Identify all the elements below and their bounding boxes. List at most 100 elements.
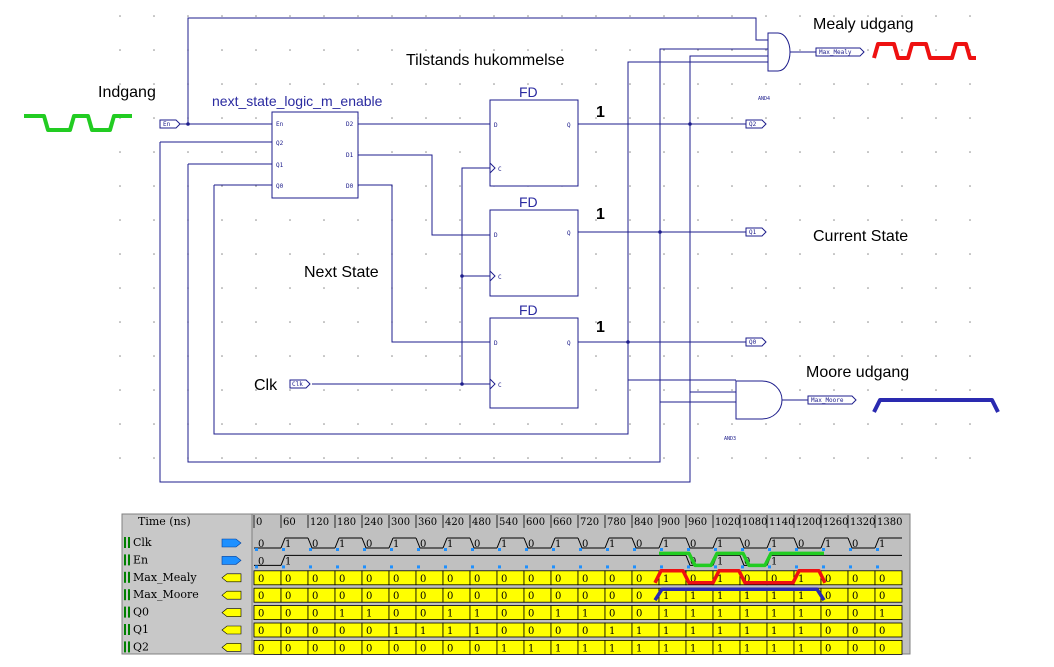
flipflop-q-pin: Q: [567, 230, 571, 237]
and4-gate[interactable]: AND4: [758, 32, 791, 102]
signal-value: 0: [258, 626, 264, 637]
signal-value: 0: [339, 591, 345, 602]
flipflop-init-value: 1: [596, 206, 605, 223]
signal-value: 1: [717, 626, 723, 637]
flipflop-q1[interactable]: FD D Q C 1: [489, 194, 605, 297]
signal-value: 0: [420, 643, 426, 654]
signal-value: 0: [879, 591, 885, 602]
signal-value: 1: [447, 609, 453, 620]
signal-value: 0: [852, 591, 858, 602]
module-pin-d0: D0: [346, 183, 354, 190]
signal-value: 1: [339, 609, 345, 620]
signal-name: Q1: [133, 623, 149, 636]
time-tick-label: 1020: [715, 517, 740, 528]
signal-value: 1: [366, 609, 372, 620]
port-q0[interactable]: Q0: [745, 337, 767, 347]
output-arrow-icon: [221, 643, 242, 652]
time-axis-header: Time (ns): [138, 515, 191, 528]
signal-value: 0: [393, 591, 399, 602]
port-max-moore[interactable]: Max_Moore: [807, 395, 857, 405]
signal-value: 1: [717, 609, 723, 620]
time-tick-label: 1200: [796, 517, 821, 528]
signal-value: 0: [825, 591, 831, 602]
signal-value: 1: [771, 591, 777, 602]
signal-value: 0: [420, 609, 426, 620]
time-tick-label: 1080: [742, 517, 767, 528]
signal-value: 0: [798, 539, 804, 550]
wire-junctions: [186, 122, 692, 386]
flipflop-c-pin: C: [498, 166, 502, 173]
port-max-mealy[interactable]: Max_Mealy: [815, 47, 865, 57]
flipflop-init-value: 1: [596, 319, 605, 336]
time-tick-label: 420: [445, 517, 464, 528]
time-tick-label: 720: [580, 517, 599, 528]
signal-value: 1: [879, 609, 885, 620]
time-tick-label: 240: [364, 517, 383, 528]
signal-value: 1: [879, 539, 885, 550]
next-state-logic-module[interactable]: En Q2 Q1 Q0 D2 D1 D0: [271, 111, 359, 199]
signal-value: 0: [555, 574, 561, 585]
signal-value: 0: [852, 609, 858, 620]
time-tick-label: 900: [661, 517, 680, 528]
current-state-label: Current State: [813, 228, 908, 245]
signal-value: 0: [393, 609, 399, 620]
flipflop-q0[interactable]: FD D Q C 1: [489, 302, 605, 409]
signal-value: 1: [663, 539, 669, 550]
port-q1[interactable]: Q1: [745, 227, 767, 237]
signal-value: 1: [798, 626, 804, 637]
port-q2[interactable]: Q2: [745, 119, 767, 129]
signal-value: 0: [447, 643, 453, 654]
en-highlight-trace: [659, 551, 824, 568]
input-label: Indgang: [98, 84, 156, 101]
mealy-output-waveform: [872, 42, 976, 60]
signal-value: 1: [744, 643, 750, 654]
signal-value: 0: [528, 591, 534, 602]
and3-gate[interactable]: AND3: [724, 380, 783, 442]
signal-value: 1: [393, 539, 399, 550]
time-tick-label: 1140: [769, 517, 794, 528]
signal-value: 0: [285, 574, 291, 585]
signal-value: 1: [609, 539, 615, 550]
signal-value: 0: [501, 609, 507, 620]
signal-value: 0: [258, 539, 264, 550]
time-tick-label: 1260: [823, 517, 848, 528]
time-tick-label: 60: [283, 517, 296, 528]
signal-value: 0: [528, 626, 534, 637]
wires: [159, 17, 816, 483]
flipflop-d-pin: D: [494, 340, 498, 347]
port-clk[interactable]: Clk: [289, 379, 311, 389]
signal-value: 0: [528, 609, 534, 620]
flipflop-q2[interactable]: FD D Q C 1: [489, 84, 605, 187]
time-tick-label: 120: [310, 517, 329, 528]
signal-value: 1: [636, 643, 642, 654]
module-pin-d1: D1: [346, 152, 354, 159]
signal-value: 0: [609, 574, 615, 585]
signal-value: 0: [636, 591, 642, 602]
signal-value: 0: [420, 591, 426, 602]
signal-value: 0: [690, 574, 696, 585]
signal-value: 1: [609, 643, 615, 654]
signal-value: 1: [663, 591, 669, 602]
module-pin-q0: Q0: [276, 183, 284, 190]
signal-value: 0: [879, 574, 885, 585]
port-en[interactable]: En: [159, 119, 181, 129]
signal-value: 1: [744, 609, 750, 620]
signal-value: 1: [690, 609, 696, 620]
signal-value: 1: [285, 556, 291, 567]
signal-name: En: [133, 553, 148, 566]
output-arrow-icon: [221, 573, 242, 583]
signal-value: 1: [339, 539, 345, 550]
clk-label: Clk: [254, 377, 278, 394]
signal-value: 0: [474, 574, 480, 585]
flipflop-title: FD: [519, 84, 538, 100]
signal-value: 0: [447, 591, 453, 602]
moore-output-label: Moore udgang: [806, 364, 909, 381]
